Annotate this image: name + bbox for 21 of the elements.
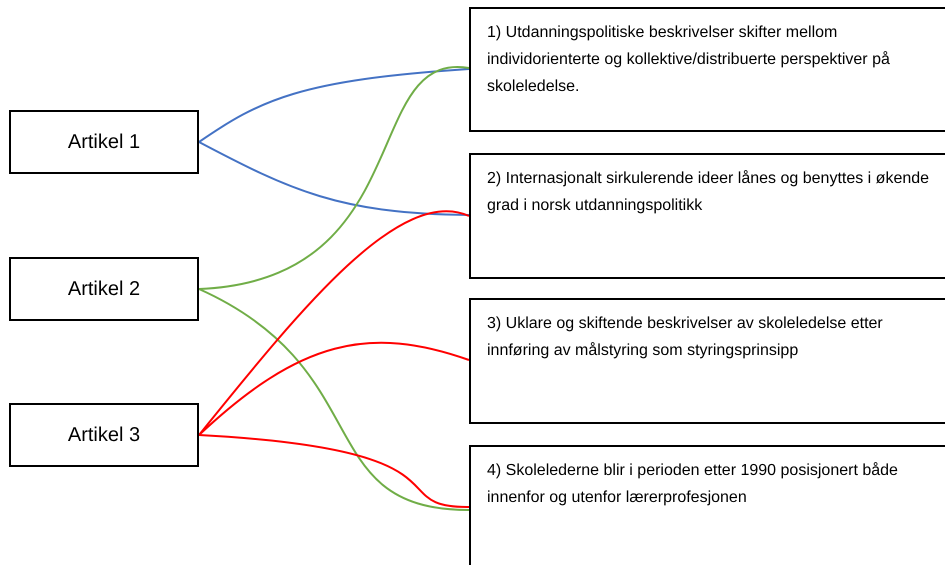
finding-text: 3) Uklare og skiftende beskrivelser av skoleledelse etter innføring av målstyring som styringsprinsipp xyxy=(487,314,884,361)
connector-line xyxy=(198,434,470,508)
connector-line xyxy=(198,210,470,436)
finding-box xyxy=(469,445,945,565)
connector-line xyxy=(198,67,470,290)
finding-box xyxy=(469,153,945,279)
article-box xyxy=(9,110,199,174)
finding-text: 1) Utdanningspolitiske beskrivelser skifter mellom individorienterte og kollektive/distribuerte perspektiver på skoleledelse. xyxy=(487,23,891,97)
article-label: Artikel 3 xyxy=(68,423,140,447)
article-label: Artikel 2 xyxy=(68,277,140,301)
finding-box xyxy=(469,298,945,424)
connector-line xyxy=(198,342,470,436)
finding-text: 2) Internasjonalt sirkulerende ideer lånes og benyttes i økende grad i norsk utdanningspolitikk xyxy=(487,169,930,216)
connector-line xyxy=(198,68,470,143)
article-box xyxy=(9,257,199,321)
article-box xyxy=(9,403,199,467)
finding-text: 4) Skolelederne blir i perioden etter 1990 posisjonert både innenfor og utenfor lærerprofesjonen xyxy=(487,461,899,508)
finding-box xyxy=(469,7,945,132)
connector-line xyxy=(198,288,470,511)
connector-line xyxy=(198,141,470,216)
article-label: Artikel 1 xyxy=(68,130,140,154)
